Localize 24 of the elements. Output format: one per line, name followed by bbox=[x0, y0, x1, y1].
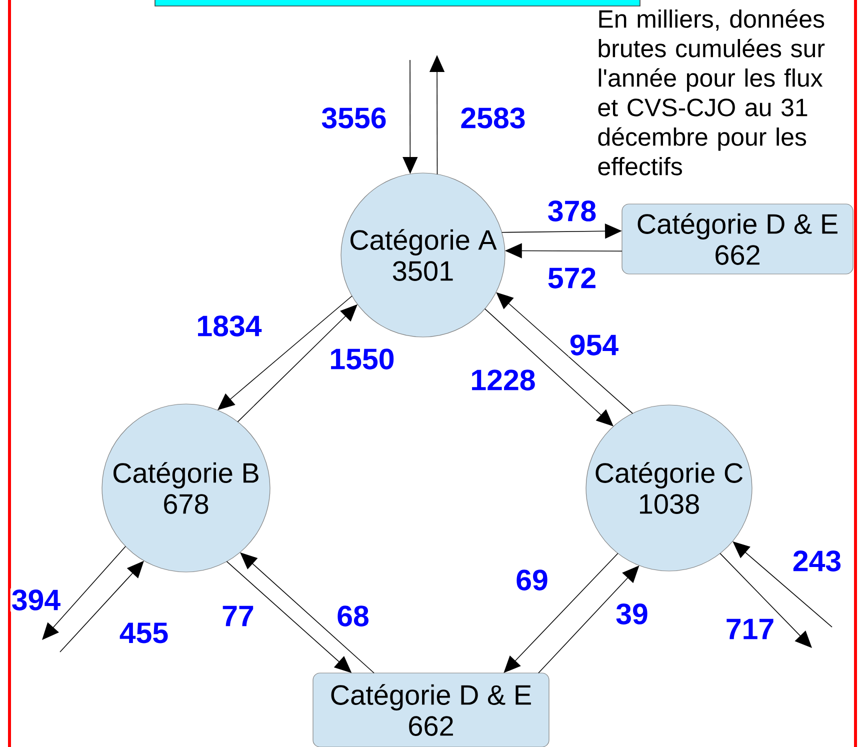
flow-number: 954 bbox=[568, 334, 620, 356]
flow-number: 68 bbox=[336, 604, 370, 628]
flow-number: 572 bbox=[546, 266, 598, 290]
flow-number: 394 bbox=[10, 588, 62, 612]
flow-number: 1228 bbox=[469, 368, 537, 392]
flow-number: 1550 bbox=[328, 348, 396, 370]
category-box: Catégorie D & E 662 bbox=[312, 672, 550, 747]
flow-number: 243 bbox=[791, 550, 843, 572]
flow-number: 717 bbox=[724, 618, 776, 640]
flow-number: 378 bbox=[546, 200, 598, 222]
flow-number: 2583 bbox=[459, 106, 527, 130]
arrow bbox=[504, 553, 618, 673]
flow-number: 3556 bbox=[320, 106, 388, 130]
note-text: En milliers, données brutes cumulées sur l'année pour les flux et CVS-CJO au 31 décembre pour les effectifs bbox=[598, 9, 825, 176]
flow-number: 77 bbox=[220, 604, 256, 628]
arrow bbox=[484, 308, 614, 426]
flow-number: 69 bbox=[514, 568, 550, 592]
arrow bbox=[42, 546, 126, 640]
arrow bbox=[496, 292, 634, 414]
category-box: Catégorie D & E 662 bbox=[622, 204, 854, 274]
flow-number: 455 bbox=[118, 622, 170, 644]
flow-number: 39 bbox=[614, 602, 650, 626]
arrow bbox=[720, 553, 812, 648]
flow-number: 1834 bbox=[195, 314, 263, 338]
